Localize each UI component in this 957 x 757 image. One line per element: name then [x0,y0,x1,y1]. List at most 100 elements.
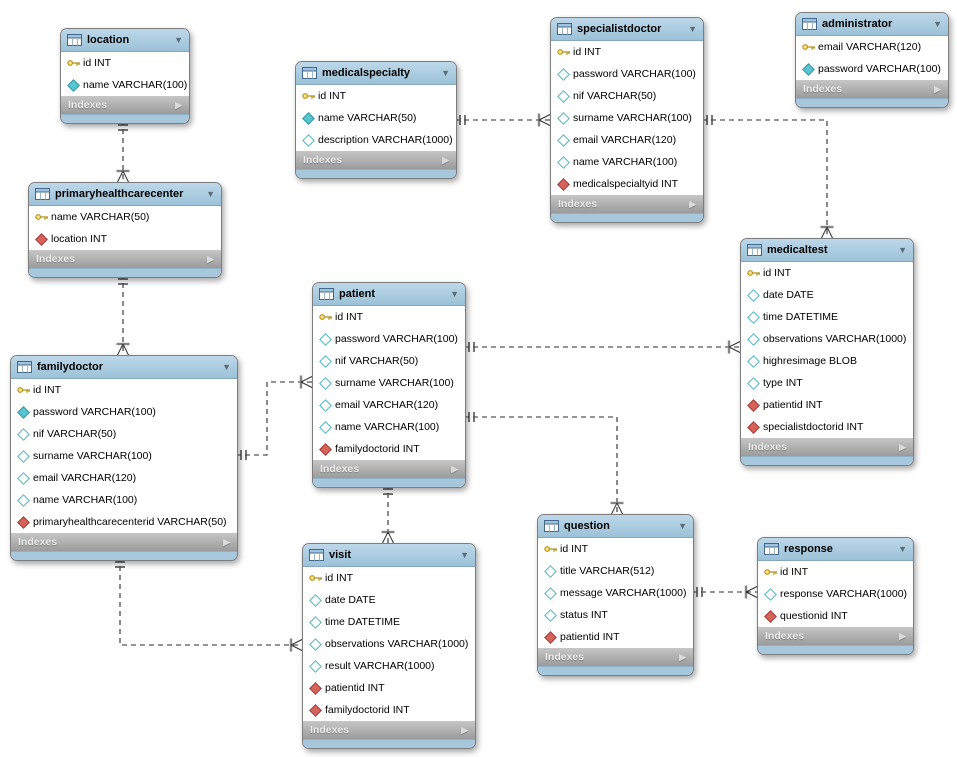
table-administrator[interactable]: administrator▼email VARCHAR(120)password… [795,12,949,108]
indexes-section[interactable]: Indexes▶ [551,195,703,213]
column-time[interactable]: time DATETIME [741,306,913,328]
column-specialistdoctorid[interactable]: specialistdoctorid INT [741,416,913,438]
expand-indexes-icon[interactable]: ▶ [679,651,686,662]
column-medicalspecialtyid[interactable]: medicalspecialtyid INT [551,173,703,195]
table-header-administrator[interactable]: administrator▼ [796,13,948,36]
expand-indexes-icon[interactable]: ▶ [207,253,214,264]
column-primaryhealthcarecenterid[interactable]: primaryhealthcarecenterid VARCHAR(50) [11,511,237,533]
table-header-primaryhealthcarecenter[interactable]: primaryhealthcarecenter▼ [29,183,221,206]
relationship-familydoctor-patient[interactable] [236,381,312,456]
column-patientid[interactable]: patientid INT [303,677,475,699]
column-time[interactable]: time DATETIME [303,611,475,633]
column-email[interactable]: email VARCHAR(120) [11,467,237,489]
column-nif[interactable]: nif VARCHAR(50) [551,85,703,107]
column-email[interactable]: email VARCHAR(120) [796,36,948,58]
column-response[interactable]: response VARCHAR(1000) [758,583,913,605]
column-id[interactable]: id INT [313,306,465,328]
column-observations[interactable]: observations VARCHAR(1000) [303,633,475,655]
table-header-medicalspecialty[interactable]: medicalspecialty▼ [296,62,456,85]
collapse-arrow-icon[interactable]: ▼ [678,520,687,531]
table-header-specialistdoctor[interactable]: specialistdoctor▼ [551,18,703,41]
column-highresimage[interactable]: highresimage BLOB [741,350,913,372]
relationship-familydoctor-visit[interactable] [119,557,302,646]
table-header-medicaltest[interactable]: medicaltest▼ [741,239,913,262]
column-id[interactable]: id INT [303,567,475,589]
column-id[interactable]: id INT [11,379,237,401]
column-name[interactable]: name VARCHAR(100) [551,151,703,173]
column-nif[interactable]: nif VARCHAR(50) [313,350,465,372]
collapse-arrow-icon[interactable]: ▼ [222,361,231,372]
indexes-section[interactable]: Indexes▶ [538,648,693,666]
column-observations[interactable]: observations VARCHAR(1000) [741,328,913,350]
column-id[interactable]: id INT [296,85,456,107]
indexes-section[interactable]: Indexes▶ [61,96,189,114]
table-header-patient[interactable]: patient▼ [313,283,465,306]
column-result[interactable]: result VARCHAR(1000) [303,655,475,677]
indexes-section[interactable]: Indexes▶ [758,627,913,645]
expand-indexes-icon[interactable]: ▶ [689,198,696,209]
column-description[interactable]: description VARCHAR(1000) [296,129,456,151]
indexes-section[interactable]: Indexes▶ [296,151,456,169]
collapse-arrow-icon[interactable]: ▼ [933,18,942,29]
column-date[interactable]: date DATE [303,589,475,611]
column-password[interactable]: password VARCHAR(100) [11,401,237,423]
column-patientid[interactable]: patientid INT [538,626,693,648]
collapse-arrow-icon[interactable]: ▼ [441,67,450,78]
table-primaryhealthcarecenter[interactable]: primaryhealthcarecenter▼name VARCHAR(50)… [28,182,222,278]
column-id[interactable]: id INT [538,538,693,560]
column-familydoctorid[interactable]: familydoctorid INT [303,699,475,721]
column-name[interactable]: name VARCHAR(100) [11,489,237,511]
expand-indexes-icon[interactable]: ▶ [442,154,449,165]
table-header-visit[interactable]: visit▼ [303,544,475,567]
table-header-familydoctor[interactable]: familydoctor▼ [11,356,237,379]
indexes-section[interactable]: Indexes▶ [11,533,237,551]
expand-indexes-icon[interactable]: ▶ [223,536,230,547]
column-password[interactable]: password VARCHAR(100) [313,328,465,350]
collapse-arrow-icon[interactable]: ▼ [688,23,697,34]
column-questionid[interactable]: questionid INT [758,605,913,627]
column-name[interactable]: name VARCHAR(50) [296,107,456,129]
column-status[interactable]: status INT [538,604,693,626]
column-name[interactable]: name VARCHAR(100) [61,74,189,96]
column-surname[interactable]: surname VARCHAR(100) [313,372,465,394]
indexes-section[interactable]: Indexes▶ [796,80,948,98]
collapse-arrow-icon[interactable]: ▼ [898,244,907,255]
expand-indexes-icon[interactable]: ▶ [461,724,468,735]
table-header-question[interactable]: question▼ [538,515,693,538]
expand-indexes-icon[interactable]: ▶ [175,99,182,110]
column-email[interactable]: email VARCHAR(120) [551,129,703,151]
collapse-arrow-icon[interactable]: ▼ [174,34,183,45]
indexes-section[interactable]: Indexes▶ [741,438,913,456]
collapse-arrow-icon[interactable]: ▼ [450,288,459,299]
column-id[interactable]: id INT [758,561,913,583]
column-id[interactable]: id INT [741,262,913,284]
relationship-specialistdoctor-medicaltest[interactable] [702,119,828,238]
relationship-patient-question[interactable] [464,416,618,514]
column-password[interactable]: password VARCHAR(100) [551,63,703,85]
column-id[interactable]: id INT [61,52,189,74]
collapse-arrow-icon[interactable]: ▼ [206,188,215,199]
collapse-arrow-icon[interactable]: ▼ [460,549,469,560]
expand-indexes-icon[interactable]: ▶ [899,630,906,641]
column-familydoctorid[interactable]: familydoctorid INT [313,438,465,460]
column-name[interactable]: name VARCHAR(50) [29,206,221,228]
column-nif[interactable]: nif VARCHAR(50) [11,423,237,445]
column-date[interactable]: date DATE [741,284,913,306]
table-header-location[interactable]: location▼ [61,29,189,52]
collapse-arrow-icon[interactable]: ▼ [898,543,907,554]
column-title[interactable]: title VARCHAR(512) [538,560,693,582]
expand-indexes-icon[interactable]: ▶ [451,463,458,474]
expand-indexes-icon[interactable]: ▶ [899,441,906,452]
column-id[interactable]: id INT [551,41,703,63]
table-header-response[interactable]: response▼ [758,538,913,561]
column-type[interactable]: type INT [741,372,913,394]
